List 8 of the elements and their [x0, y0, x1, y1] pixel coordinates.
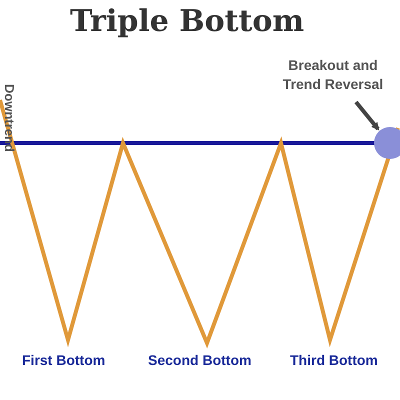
bottom-label: First Bottom: [22, 352, 106, 368]
breakout-point: [374, 127, 400, 159]
title: Triple Bottom: [70, 4, 304, 39]
trend-label: Downtrend: [2, 84, 17, 152]
bottom-label: Second Bottom: [148, 352, 252, 368]
arrow: [354, 100, 380, 131]
bottom-label: Third Bottom: [290, 352, 378, 368]
callout-text: Breakout and Trend Reversal: [268, 56, 398, 94]
